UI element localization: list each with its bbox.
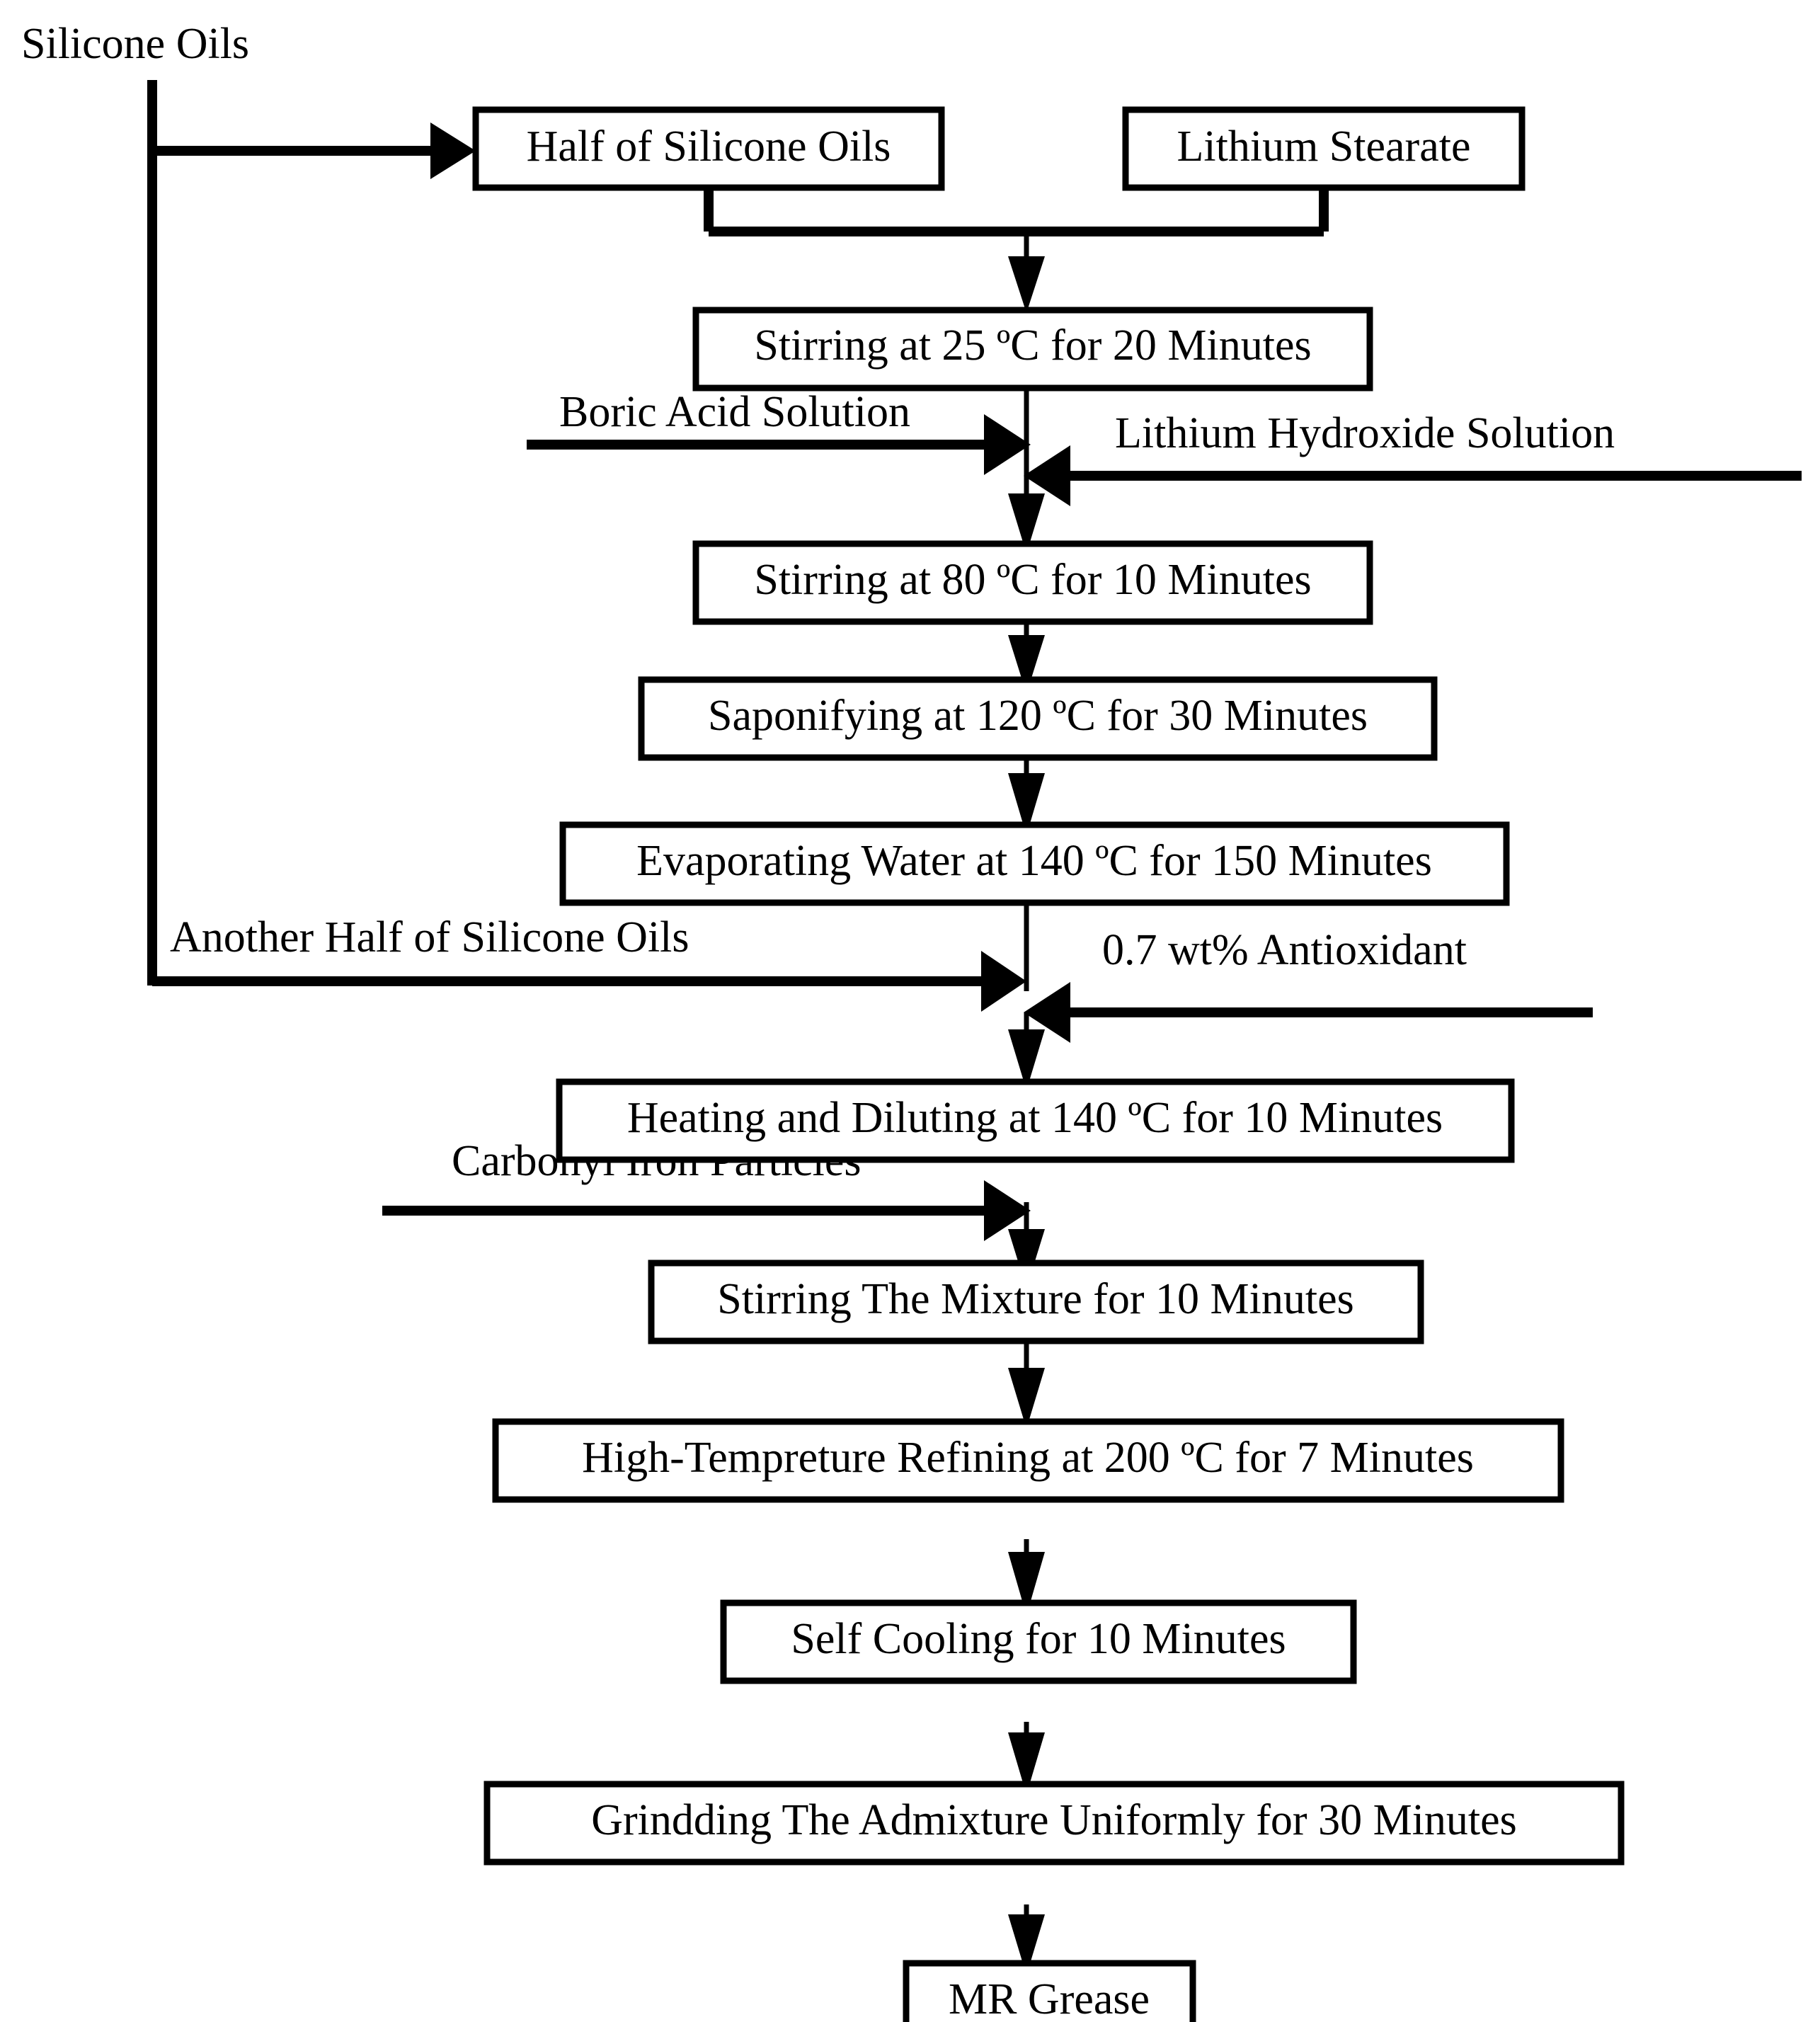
carbonyl-iron-arrowhead (984, 1180, 1031, 1241)
grinding-to-mrgrease-arrowhead (1008, 1914, 1045, 1975)
label-boric-acid-solution: Boric Acid Solution (559, 388, 910, 436)
saponifying-to-evaporating-arrowhead (1008, 773, 1045, 835)
high-temperature-refining-box (492, 1418, 1564, 1503)
node-heating-diluting[interactable]: Heating and Diluting at 140 ºC for 10 Mi… (556, 1078, 1515, 1163)
cooling-to-grinding-arrowhead (1008, 1732, 1045, 1795)
label-antioxidant: 0.7 wt% Antioxidant (1102, 926, 1467, 974)
node-evaporating-water[interactable]: Evaporating Water at 140 ºC for 150 Minu… (559, 821, 1510, 906)
node-half-silicone-oils[interactable]: Half of Silicone Oils (472, 106, 945, 191)
heating-diluting-box (556, 1078, 1515, 1163)
half-silicone-oils-label: Half of Silicone Oils (527, 122, 891, 171)
evaporating-water-box (559, 821, 1510, 906)
node-high-temperature-refining[interactable]: High-Tempreture Refining at 200 ºC for 7… (492, 1418, 1564, 1503)
stirring-mixture-box (648, 1260, 1424, 1344)
saponifying-label: Saponifying at 120 ºC for 30 Minutes (708, 692, 1368, 740)
self-cooling-label: Self Cooling for 10 Minutes (791, 1615, 1286, 1663)
stirring-25c-box (692, 307, 1373, 392)
label-lithium-hydroxide-solution: Lithium Hydroxide Solution (1115, 409, 1615, 457)
mr-grease-box (903, 1960, 1196, 2022)
node-lithium-stearate[interactable]: Lithium Stearate (1122, 106, 1526, 191)
label-silicone-oils: Silicone Oils (21, 20, 249, 68)
node-stirring-25c[interactable]: Stirring at 25 ºC for 20 Minutes (692, 307, 1373, 392)
stirmix-to-refining-arrowhead (1008, 1368, 1045, 1429)
stirring-80c-box (692, 540, 1373, 625)
merge-to-stir25-arrowhead (1008, 256, 1045, 313)
junction-to-stir80-arrowhead (1008, 493, 1045, 554)
boric-acid-arrowhead (984, 414, 1031, 475)
another-half-silicone-oils-arrowhead (981, 951, 1026, 1012)
heating-diluting-label: Heating and Diluting at 140 ºC for 10 Mi… (627, 1094, 1443, 1142)
stirring-mixture-label: Stirring The Mixture for 10 Minutes (717, 1275, 1353, 1323)
stirring-25c-label: Stirring at 25 ºC for 20 Minutes (754, 321, 1311, 370)
node-mr-grease[interactable]: MR Grease (903, 1960, 1196, 2022)
junction3-to-stirmix-arrowhead (1008, 1229, 1045, 1289)
label-another-half-silicone-oils: Another Half of Silicone Oils (170, 913, 689, 961)
lithium-stearate-label: Lithium Stearate (1177, 122, 1471, 171)
silicone-oils-branch-top-arrowhead (430, 122, 476, 179)
lithium-stearate-box (1122, 106, 1526, 191)
node-saponifying[interactable]: Saponifying at 120 ºC for 30 Minutes (638, 676, 1438, 761)
self-cooling-box (720, 1599, 1357, 1684)
half-silicone-oils-box (472, 106, 945, 191)
stirring-80c-label: Stirring at 80 ºC for 10 Minutes (754, 556, 1311, 604)
junction2-to-heating-arrowhead (1008, 1029, 1045, 1090)
evaporating-water-label: Evaporating Water at 140 ºC for 150 Minu… (636, 837, 1432, 885)
refining-to-cooling-arrowhead (1008, 1552, 1045, 1616)
mr-grease-label: MR Grease (949, 1975, 1150, 2022)
saponifying-box (638, 676, 1438, 761)
node-self-cooling[interactable]: Self Cooling for 10 Minutes (720, 1599, 1357, 1684)
node-grinding-admixture[interactable]: Grindding The Admixture Uniformly for 30… (483, 1781, 1625, 1866)
grinding-admixture-label: Grindding The Admixture Uniformly for 30… (591, 1796, 1517, 1844)
lithium-hydroxide-arrowhead (1024, 445, 1070, 506)
antioxidant-arrowhead (1024, 982, 1070, 1043)
grinding-admixture-box (483, 1781, 1625, 1866)
high-temperature-refining-label: High-Tempreture Refining at 200 ºC for 7… (582, 1434, 1474, 1482)
node-stirring-mixture[interactable]: Stirring The Mixture for 10 Minutes (648, 1260, 1424, 1344)
stir80-to-saponifying-arrowhead (1008, 635, 1045, 694)
node-stirring-80c[interactable]: Stirring at 80 ºC for 10 Minutes (692, 540, 1373, 625)
